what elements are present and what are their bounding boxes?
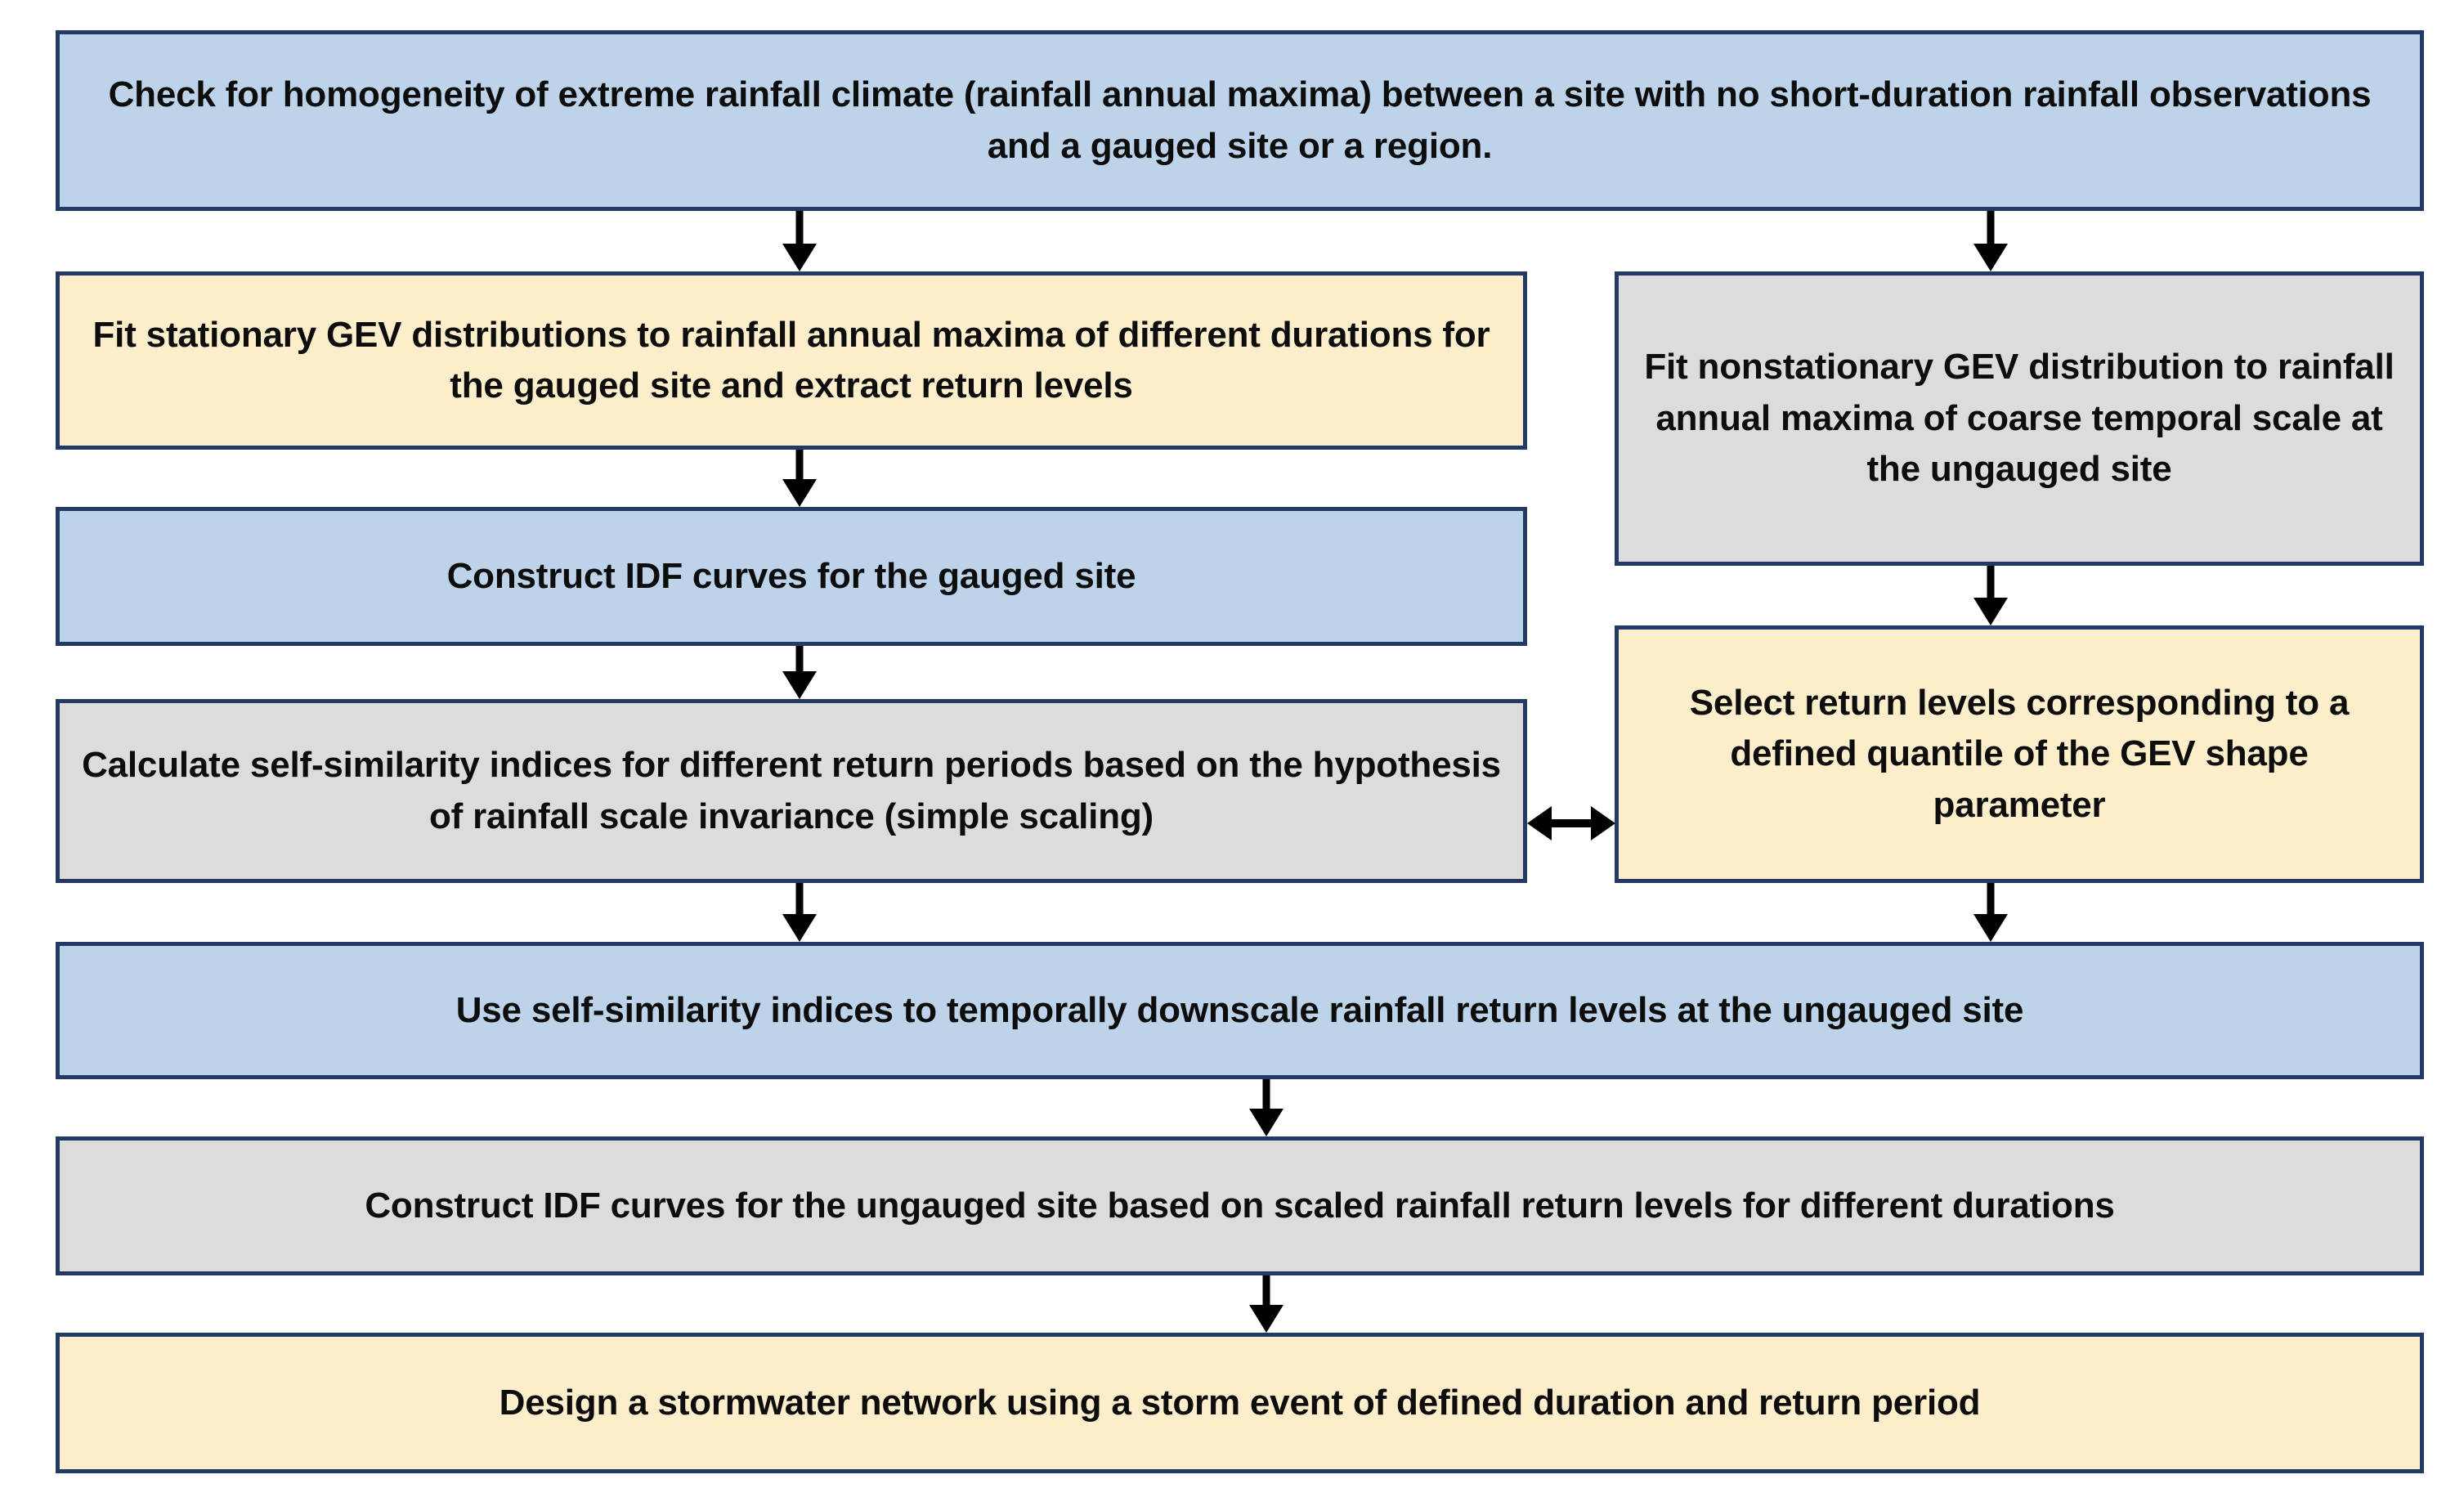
node-label: Calculate self-similarity indices for di…: [82, 745, 1501, 836]
node-fit-stationary-gev[interactable]: Fit stationary GEV distributions to rain…: [56, 271, 1527, 450]
node-fit-nonstationary-gev[interactable]: Fit nonstationary GEV distribution to ra…: [1615, 271, 2424, 566]
connector-arrow-down-8: [1973, 883, 2008, 942]
node-construct-idf-gauged[interactable]: Construct IDF curves for the gauged site: [56, 507, 1527, 646]
arrow-shaft: [1545, 819, 1597, 827]
node-label: Design a stormwater network using a stor…: [499, 1382, 1981, 1423]
connector-arrow-bidirectional: [1527, 806, 1615, 840]
arrow-head-right: [1591, 806, 1615, 840]
connector-arrow-down-10: [1249, 1275, 1284, 1333]
node-select-return-levels[interactable]: Select return levels corresponding to a …: [1615, 625, 2424, 883]
connector-arrow-down-1: [782, 211, 817, 271]
node-label: Check for homogeneity of extreme rainfal…: [108, 74, 2372, 166]
node-construct-idf-ungauged[interactable]: Construct IDF curves for the ungauged si…: [56, 1136, 2424, 1275]
node-design-stormwater[interactable]: Design a stormwater network using a stor…: [56, 1333, 2424, 1473]
connector-arrow-down-3: [782, 450, 817, 507]
node-label: Fit nonstationary GEV distribution to ra…: [1644, 347, 2395, 490]
connector-arrow-down-7: [782, 883, 817, 942]
connector-arrow-down-9: [1249, 1079, 1284, 1136]
node-label: Use self-similarity indices to temporall…: [455, 989, 2024, 1030]
node-label: Select return levels corresponding to a …: [1689, 682, 2350, 825]
node-use-self-similarity-downscale[interactable]: Use self-similarity indices to temporall…: [56, 942, 2424, 1079]
connector-arrow-down-4: [782, 646, 817, 699]
node-label: Construct IDF curves for the ungauged si…: [365, 1185, 2115, 1226]
connector-arrow-down-5: [1973, 566, 2008, 625]
node-label: Construct IDF curves for the gauged site: [446, 555, 1136, 596]
node-label: Fit stationary GEV distributions to rain…: [92, 314, 1490, 406]
node-check-homogeneity[interactable]: Check for homogeneity of extreme rainfal…: [56, 30, 2424, 211]
connector-arrow-down-2: [1973, 211, 2008, 271]
node-calculate-self-similarity[interactable]: Calculate self-similarity indices for di…: [56, 699, 1527, 883]
